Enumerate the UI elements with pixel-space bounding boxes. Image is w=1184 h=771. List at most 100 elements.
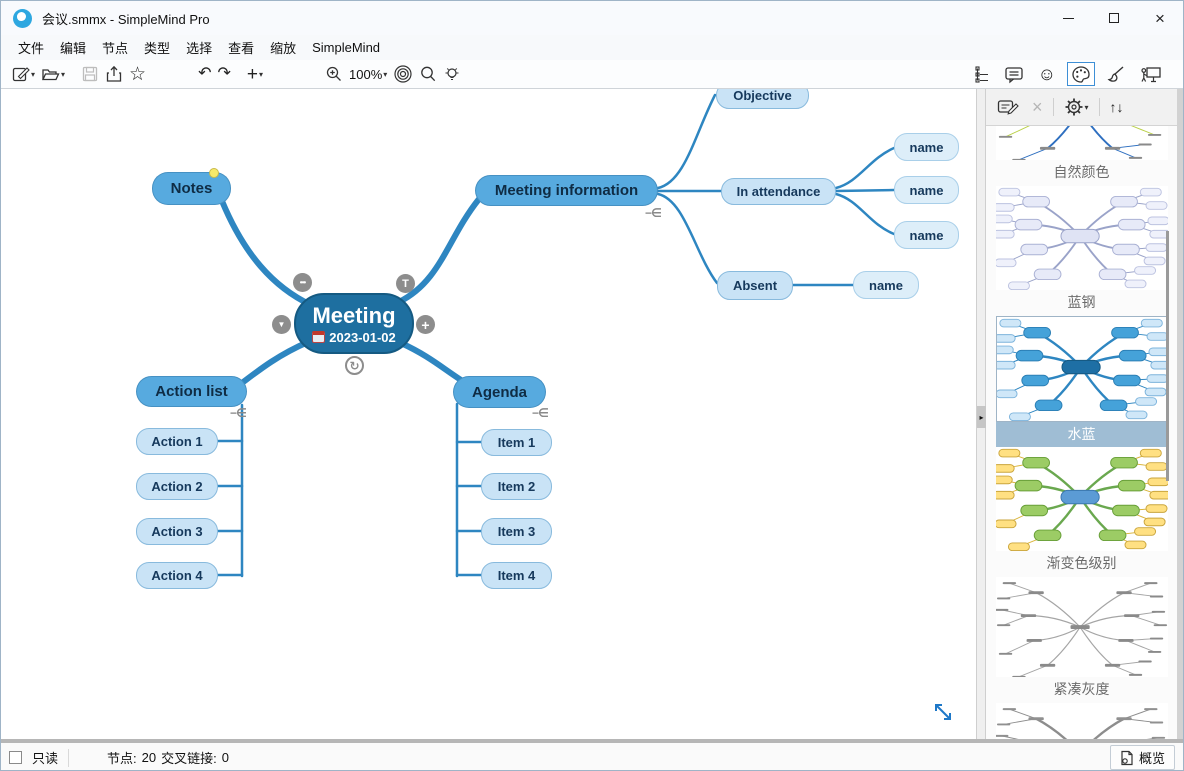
resize-diagonal-icon[interactable] — [928, 697, 958, 727]
menu-simplemind[interactable]: SimpleMind — [312, 40, 381, 55]
panel-scrollbar[interactable] — [1166, 231, 1169, 481]
fold-icon-agenda[interactable]: −∈ — [532, 406, 549, 420]
panel-collapse-button[interactable]: ▸ — [977, 406, 986, 428]
favorite-button[interactable]: ☆ — [126, 62, 149, 86]
close-icon: × — [1032, 97, 1043, 117]
style-settings-dropdown[interactable]: ▾ — [1084, 102, 1089, 112]
node-meeting-information[interactable]: Meeting information — [475, 175, 658, 206]
open-dropdown[interactable]: ▾ — [61, 69, 66, 79]
node-action-2[interactable]: Action 2 — [136, 473, 218, 500]
style-item-aqua-selected[interactable]: 水蓝 — [986, 316, 1177, 447]
statusbar-separator — [68, 748, 70, 767]
node-meeting-center[interactable]: Meeting 2023-01-02 — [294, 293, 414, 354]
menu-edit[interactable]: 编辑 — [60, 41, 87, 56]
menubar: 文件 编辑 节点 类型 选择 查看 缩放 SimpleMind — [1, 35, 1183, 60]
style-item-natural[interactable]: 自然颜色 — [986, 126, 1177, 186]
node-item-1[interactable]: Item 1 — [481, 429, 552, 456]
new-document-dropdown[interactable]: ▾ — [31, 69, 36, 79]
palette-icon — [1071, 65, 1091, 84]
collapse-button[interactable]: ▼ — [272, 315, 291, 334]
undo-button[interactable]: ↶ — [195, 62, 214, 86]
fold-icon-action-list[interactable]: −∈ — [230, 406, 247, 420]
menu-node[interactable]: 节点 — [102, 41, 129, 56]
node-action-3[interactable]: Action 3 — [136, 518, 218, 545]
menu-zoom[interactable]: 缩放 — [270, 41, 297, 56]
node-action-list[interactable]: Action list — [136, 376, 247, 407]
rotate-layout-button[interactable]: ↻ — [345, 356, 364, 375]
minimize-button[interactable] — [1045, 1, 1091, 35]
search-icon — [419, 65, 437, 83]
zoom-dropdown[interactable]: ▾ — [383, 69, 388, 79]
stickers-button[interactable]: ☺ — [1035, 62, 1059, 86]
toolbar-separator — [1052, 98, 1054, 116]
window-gutter — [1177, 89, 1183, 739]
style-panel: × ▾ ↑↓ 自然颜色 蓝钢 — [986, 89, 1177, 739]
node-name-1[interactable]: name — [894, 133, 959, 161]
sort-styles-button[interactable]: ↑↓ — [1107, 95, 1127, 119]
menu-file[interactable]: 文件 — [18, 41, 45, 56]
edit-style-button[interactable] — [994, 95, 1022, 119]
style-panel-toolbar: × ▾ ↑↓ — [986, 89, 1177, 126]
node-in-attendance[interactable]: In attendance — [721, 178, 836, 205]
note-indicator-dot[interactable] — [209, 168, 219, 178]
node-item-4[interactable]: Item 4 — [481, 562, 552, 589]
close-panel-button[interactable]: × — [1029, 95, 1046, 119]
lightbulb-icon — [443, 65, 461, 83]
zoom-in-button[interactable] — [322, 62, 346, 86]
presentation-button[interactable] — [1137, 62, 1165, 86]
notes-panel-button[interactable] — [1001, 62, 1027, 86]
node-options-button[interactable]: ••• — [293, 273, 312, 292]
outline-panel-button[interactable] — [971, 62, 993, 86]
menu-select[interactable]: 选择 — [186, 41, 213, 56]
center-node-label: Meeting — [312, 302, 396, 328]
add-child-button[interactable]: + — [416, 315, 435, 334]
add-node-dropdown[interactable]: ▾ — [259, 69, 264, 79]
nodes-count: 20 — [141, 750, 157, 765]
titlebar: 会议.smmx - SimpleMind Pro × — [1, 1, 1183, 35]
save-button[interactable] — [78, 62, 102, 86]
center-map-button[interactable] — [390, 62, 416, 86]
new-document-button[interactable]: ▾ — [9, 62, 38, 86]
share-button[interactable] — [102, 62, 126, 86]
open-button[interactable]: ▾ — [38, 62, 68, 86]
node-action-1[interactable]: Action 1 — [136, 428, 218, 455]
folder-open-icon — [41, 65, 60, 83]
edit-text-button[interactable]: T — [396, 274, 415, 293]
add-node-button[interactable]: + ▾ — [244, 62, 266, 86]
hint-button[interactable] — [440, 62, 464, 86]
search-button[interactable] — [416, 62, 440, 86]
node-absent[interactable]: Absent — [717, 271, 793, 300]
node-item-2[interactable]: Item 2 — [481, 473, 552, 500]
mindmap-canvas[interactable]: Meeting 2023-01-02 Notes Meeting informa… — [1, 89, 976, 739]
maximize-button[interactable] — [1091, 1, 1137, 35]
menu-view[interactable]: 查看 — [228, 41, 255, 56]
toolbar-separator — [1098, 98, 1100, 116]
menu-type[interactable]: 类型 — [144, 41, 171, 56]
style-item-partial[interactable] — [986, 703, 1177, 739]
node-name-2[interactable]: name — [894, 176, 959, 204]
crosslinks-count: 0 — [221, 750, 229, 765]
node-agenda[interactable]: Agenda — [453, 376, 546, 408]
readonly-checkbox[interactable] — [9, 751, 22, 764]
node-objective[interactable]: Objective — [716, 89, 809, 109]
node-item-3[interactable]: Item 3 — [481, 518, 552, 545]
fold-icon-meeting-information[interactable]: −∈ — [645, 206, 662, 220]
zoom-level-button[interactable]: 100% ▾ — [346, 62, 390, 86]
style-panel-button[interactable] — [1067, 62, 1095, 86]
node-notes[interactable]: Notes — [152, 172, 231, 205]
style-settings-button[interactable]: ▾ — [1061, 95, 1092, 119]
zoom-in-icon — [325, 65, 343, 83]
node-name-3[interactable]: name — [894, 221, 959, 249]
overview-button[interactable]: 概览 — [1109, 745, 1175, 770]
format-painter-button[interactable] — [1103, 62, 1129, 86]
style-item-bluesteel[interactable]: 蓝钢 — [986, 186, 1177, 316]
panel-splitter[interactable]: ▸ — [976, 89, 986, 739]
node-name-4[interactable]: name — [853, 271, 919, 299]
close-button[interactable]: × — [1155, 8, 1165, 28]
readonly-label: 只读 — [32, 751, 59, 766]
style-label: 紧凑灰度 — [1053, 681, 1110, 697]
node-action-4[interactable]: Action 4 — [136, 562, 218, 589]
redo-button[interactable]: ↷ — [214, 62, 233, 86]
style-item-gradient[interactable]: 渐变色级别 — [986, 447, 1177, 577]
style-item-compact-gray[interactable]: 紧凑灰度 — [986, 577, 1177, 703]
